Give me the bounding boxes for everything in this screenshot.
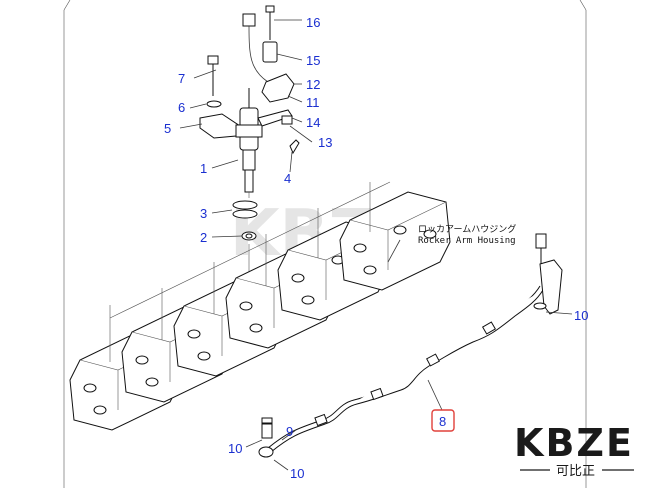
page-frame <box>63 0 587 488</box>
callout-10-left: 10 <box>228 441 242 456</box>
callout-12: 12 <box>306 77 320 92</box>
callouts: 16 15 7 12 11 6 14 5 13 1 4 3 2 10 10 9 … <box>164 15 588 481</box>
callout-6: 6 <box>178 100 185 115</box>
callout-5: 5 <box>164 121 171 136</box>
brand-subtitle: 可比正 <box>556 464 595 479</box>
brand-logo-text: KBZE <box>514 421 634 465</box>
fuel-line-assembly <box>258 233 563 458</box>
rocker-arm-housing-row <box>69 181 451 431</box>
callout-8: 8 <box>439 414 446 429</box>
highlight-box-8 <box>431 409 455 432</box>
callout-2: 2 <box>200 230 207 245</box>
callout-7: 7 <box>178 71 185 86</box>
callout-13: 13 <box>318 135 332 150</box>
rocker-arm-housing-note: ロッカアームハウジング Rocker Arm Housing <box>418 223 516 246</box>
injector-assembly <box>199 5 300 290</box>
callout-10-right: 10 <box>574 308 588 323</box>
note-japanese: ロッカアームハウジング <box>418 223 516 235</box>
callout-15: 15 <box>306 53 320 68</box>
callout-9: 9 <box>286 424 293 439</box>
callout-1: 1 <box>200 161 207 176</box>
callout-10-bottom: 10 <box>290 466 304 481</box>
leader-lines <box>179 19 573 471</box>
callout-16: 16 <box>306 15 320 30</box>
brand-logo: KBZE 可比正 <box>514 421 634 479</box>
callout-11: 11 <box>306 95 320 110</box>
callout-3: 3 <box>200 206 207 221</box>
note-english: Rocker Arm Housing <box>418 236 516 246</box>
cylinder-head-block <box>339 191 451 291</box>
callout-4: 4 <box>284 171 291 186</box>
callout-14: 14 <box>306 115 320 130</box>
